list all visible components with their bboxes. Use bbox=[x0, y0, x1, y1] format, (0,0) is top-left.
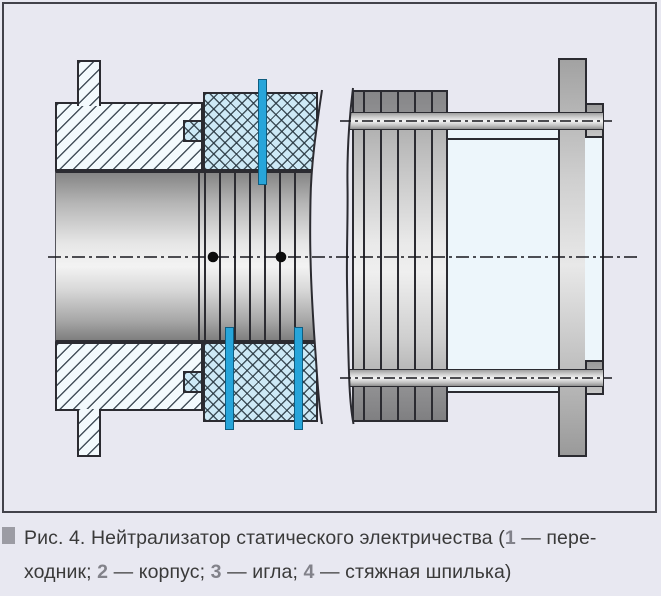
pipe-fins-cap-top bbox=[354, 92, 446, 112]
body-rib-line bbox=[198, 173, 200, 340]
needle-pin-bottom-right bbox=[294, 327, 303, 430]
tie-stud-top bbox=[348, 112, 604, 130]
body-rib-line bbox=[264, 173, 266, 340]
caption-text-segment: Рис. 4. Нейтрализатор статического элект… bbox=[24, 527, 505, 549]
body-rib-line bbox=[234, 173, 236, 340]
caption-text-segment: — стяжная шпилька) bbox=[314, 561, 512, 583]
body-rib-line bbox=[249, 173, 251, 340]
fin-line bbox=[431, 92, 433, 420]
caption-text-segment: — пере- bbox=[515, 527, 597, 549]
caption-part-number: 1 bbox=[504, 527, 516, 549]
needle-pin-top bbox=[258, 79, 267, 185]
caption-text-segment: ходник; bbox=[24, 561, 98, 583]
insulator-tab-bottom bbox=[183, 371, 203, 393]
caption-text-segment: — игла; bbox=[221, 561, 304, 583]
needle-pin-bottom-left bbox=[225, 327, 234, 430]
adapter-flange-top bbox=[55, 102, 203, 171]
tie-stud-bottom bbox=[348, 369, 604, 387]
figure-caption: Рис. 4. Нейтрализатор статического элект… bbox=[24, 521, 649, 589]
figure-caption-line2: ходник; 2 — корпус; 3 — игла; 4 — стяжна… bbox=[24, 555, 649, 589]
figure-caption-line1: Рис. 4. Нейтрализатор статического элект… bbox=[24, 521, 649, 555]
insulator-tab-top bbox=[183, 120, 203, 142]
caption-text-segment: — корпус; bbox=[108, 561, 211, 583]
caption-part-number: 4 bbox=[303, 561, 315, 583]
body-rib-line bbox=[294, 173, 296, 340]
caption-part-number: 2 bbox=[97, 561, 109, 583]
caption-bullet-icon bbox=[2, 527, 15, 544]
pipe-fins-cap-bottom bbox=[354, 385, 446, 420]
pipe-end-strip bbox=[585, 138, 604, 360]
adapter-bolt-lug-bottom bbox=[77, 409, 101, 457]
fin-line bbox=[380, 92, 382, 420]
fin-line bbox=[397, 92, 399, 420]
fin-line bbox=[363, 92, 365, 420]
adapter-bolt-lug-top bbox=[77, 60, 101, 106]
body-rib-line bbox=[219, 173, 221, 340]
fin-line bbox=[414, 92, 416, 420]
caption-part-number: 3 bbox=[210, 561, 222, 583]
pipe-inner-wall-line bbox=[448, 138, 558, 140]
pipe-interior bbox=[448, 130, 558, 393]
adapter-flange-bottom bbox=[55, 342, 203, 411]
body-rib-line bbox=[204, 173, 206, 340]
body-rib-line bbox=[279, 173, 281, 340]
